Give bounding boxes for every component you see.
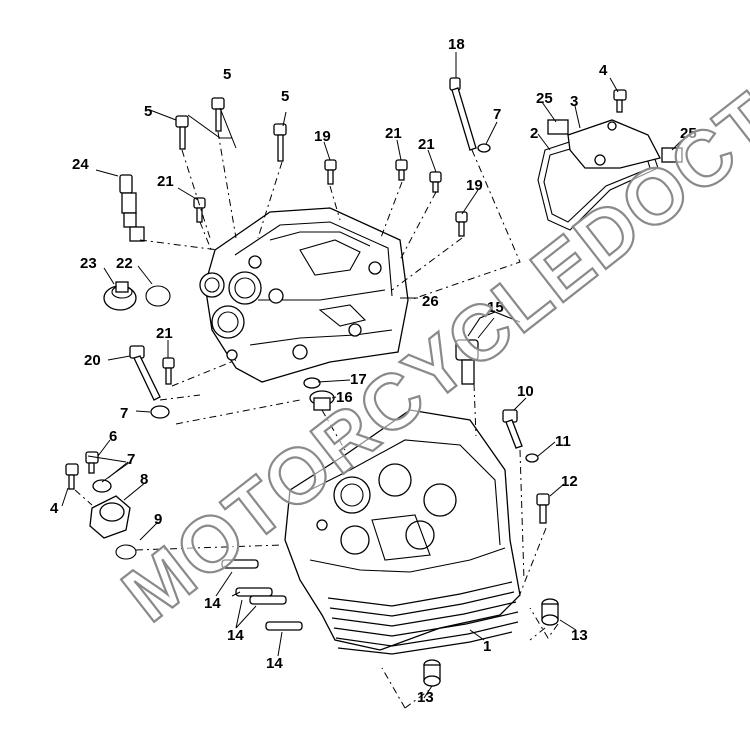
callout-19: 19 [314, 128, 331, 145]
callout-14: 14 [266, 655, 283, 672]
bolt-18 [449, 77, 477, 151]
callout-5: 5 [144, 103, 152, 120]
bolt-21-left [193, 197, 206, 223]
callout-13: 13 [571, 627, 588, 644]
bolt-19-top [324, 159, 337, 185]
bolt-10 [502, 409, 523, 449]
oil-filler-plug [103, 281, 137, 311]
callout-25: 25 [536, 90, 553, 107]
callout-20: 20 [84, 352, 101, 369]
washer-17 [303, 377, 321, 389]
callout-11: 11 [555, 433, 571, 450]
callout-1: 1 [483, 638, 491, 655]
spark-plug [119, 174, 145, 242]
dowel-pin-bottom [423, 659, 441, 687]
callout-4: 4 [50, 500, 59, 517]
o-ring-9 [115, 544, 137, 560]
washer-7-top [477, 143, 491, 153]
callout-7: 7 [120, 405, 128, 422]
callout-19: 19 [466, 177, 483, 194]
bolt-4-lower [65, 463, 79, 490]
bolt-20 [129, 345, 161, 401]
callout-17: 17 [350, 371, 367, 388]
callout-3: 3 [570, 93, 578, 110]
bolt-21-lower [162, 357, 175, 385]
callout-10: 10 [517, 383, 534, 400]
bolt-5-left [175, 115, 189, 150]
valve-cover-plate [547, 119, 683, 169]
callout-26: 26 [422, 293, 439, 310]
o-ring-22 [145, 285, 171, 307]
bolt-5-center [211, 97, 225, 132]
callout-2: 2 [530, 125, 538, 142]
callout-25: 25 [680, 125, 697, 142]
temperature-sensor [455, 311, 521, 385]
bolt-19-right [455, 211, 468, 237]
callout-7: 7 [493, 106, 501, 123]
callout-21: 21 [385, 125, 402, 142]
bolt-21-b [429, 171, 442, 193]
callout-6: 6 [109, 428, 117, 445]
bolt-12 [536, 493, 550, 524]
bolt-6 [85, 451, 99, 474]
callout-21: 21 [157, 173, 174, 190]
callout-14: 14 [227, 627, 244, 644]
callout-12: 12 [561, 473, 578, 490]
callout-23: 23 [80, 255, 97, 272]
washer-7-small [92, 479, 112, 493]
stud-bolts [221, 559, 303, 631]
cylinder-head [284, 409, 521, 655]
callout-labels: 18 5 5 5 4 25 3 7 2 25 19 21 21 24 21 19… [50, 36, 697, 706]
callout-7: 7 [127, 451, 135, 468]
callout-14: 14 [204, 595, 221, 612]
bolt-21-a [395, 159, 408, 181]
screw-4-cap [613, 89, 627, 113]
callout-21: 21 [156, 325, 173, 342]
callout-18: 18 [448, 36, 465, 53]
washer-11 [525, 453, 539, 463]
callout-9: 9 [154, 511, 162, 528]
cylinder-head-cover [199, 207, 409, 383]
leader-lines [61, 52, 683, 709]
callout-8: 8 [140, 471, 148, 488]
bolt-5-right [273, 123, 287, 162]
dowel-pin-right [541, 598, 559, 626]
drain-plug-16 [309, 390, 335, 411]
callout-16: 16 [336, 389, 353, 406]
callout-4: 4 [599, 62, 608, 79]
callout-24: 24 [72, 156, 89, 173]
callout-22: 22 [116, 255, 133, 272]
washer-7-left [150, 405, 170, 419]
callout-5: 5 [223, 66, 231, 83]
callout-21: 21 [418, 136, 435, 153]
callout-15: 15 [487, 299, 504, 316]
tappet-cap [89, 495, 131, 539]
callout-13: 13 [417, 689, 434, 706]
callout-5: 5 [281, 88, 289, 105]
